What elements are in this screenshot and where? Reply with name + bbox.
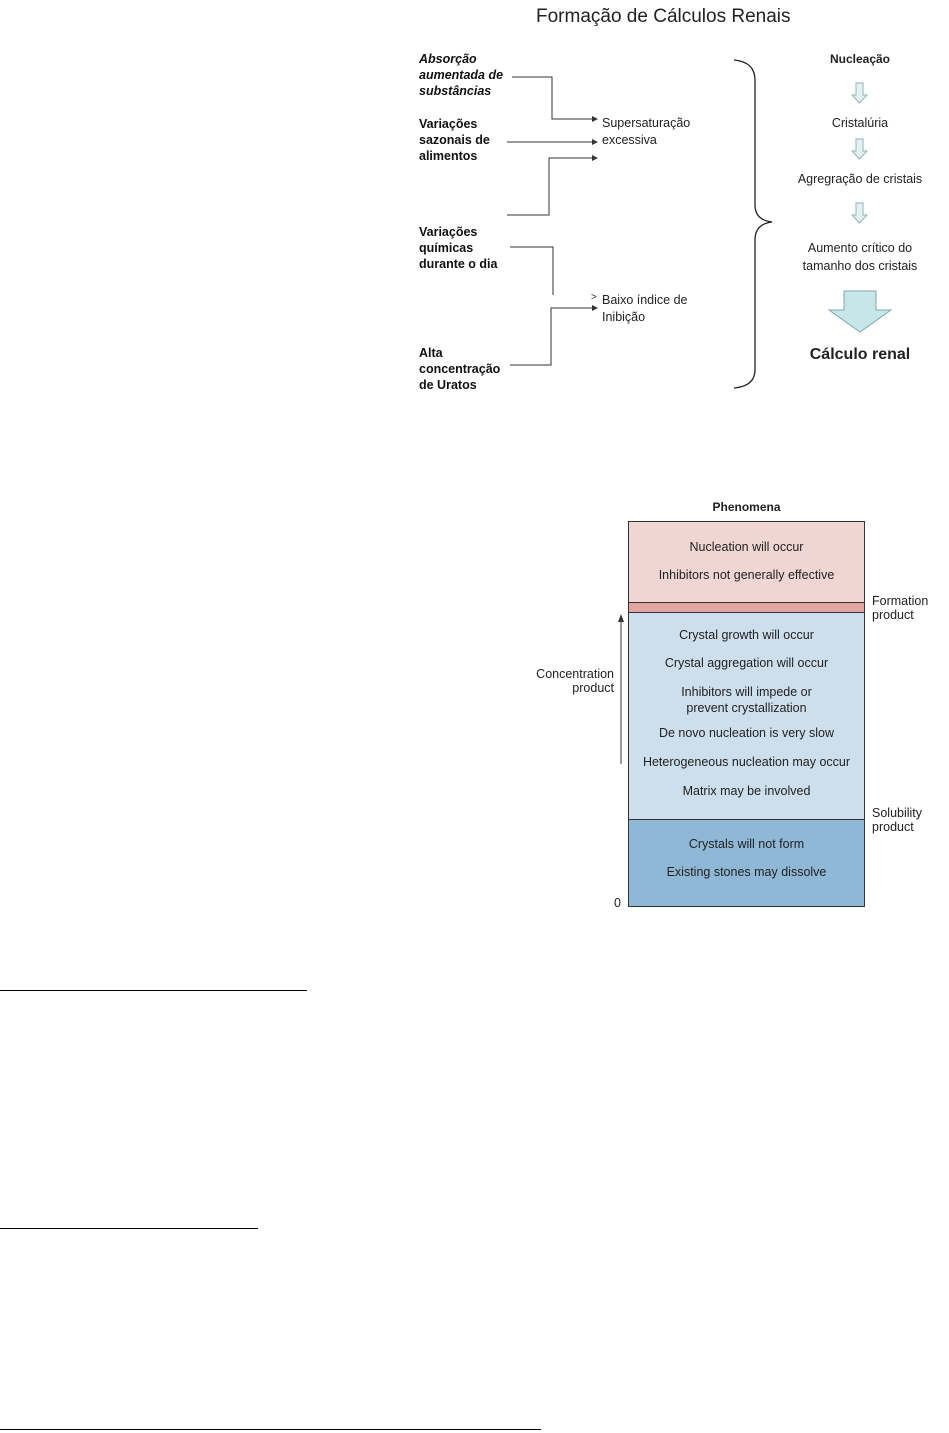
connector-sazonais-up <box>507 157 592 216</box>
formation-product-label: Formation product <box>872 594 929 622</box>
baixo-indice-label: Baixo índice de Inibição <box>602 293 688 324</box>
connector-quimicas <box>510 246 554 295</box>
phenomena-heading: Phenomena <box>712 500 781 514</box>
zone-undersaturated: Crystals will not form Existing stones m… <box>628 819 865 907</box>
blank-line <box>0 1429 541 1430</box>
input-variacoes-quimicas: Variações químicas durante o dia <box>419 225 498 271</box>
formation-band <box>628 602 865 613</box>
curly-brace <box>733 59 773 389</box>
solubility-product-label: Solubility product <box>872 806 923 834</box>
down-arrow-icon <box>850 82 869 104</box>
svg-text:>: > <box>591 292 597 303</box>
supersaturacao-label: Supersaturação excessiva <box>602 116 691 147</box>
step-agregacao: Agregração de cristais <box>797 172 923 186</box>
connector-absorcao <box>512 76 592 120</box>
diagram-title: Formação de Cálculos Renais <box>536 6 791 27</box>
blank-line <box>0 1228 258 1229</box>
step-nucleacao: Nucleação <box>829 52 891 66</box>
concentration-arrow-icon <box>618 614 624 764</box>
zone-metastable: Crystal growth will occur Crystal aggreg… <box>628 613 865 819</box>
step-aumento: Aumento crítico do tamanho dos cristais <box>802 241 918 273</box>
down-arrow-icon <box>850 202 869 224</box>
input-alta-concentracao: Alta concentração de Uratos <box>419 346 501 392</box>
down-arrow-icon <box>850 138 869 160</box>
big-down-arrow-icon <box>827 290 893 333</box>
connector-uratos <box>510 307 592 366</box>
step-cristaluria: Cristalúria <box>831 116 889 130</box>
blank-line <box>0 990 307 991</box>
step-calculo-renal: Cálculo renal <box>809 346 911 363</box>
zone-nucleation: Nucleation will occur Inhibitors not gen… <box>628 521 865 603</box>
diagram1-connectors: > <box>507 59 893 389</box>
zero-label: 0 <box>614 896 621 910</box>
concentration-product-label: Concentration product <box>536 667 614 695</box>
input-variacoes-sazonais: Variações sazonais de alimentos <box>419 117 490 163</box>
input-absorcao: Absorção aumentada de substâncias <box>419 52 504 98</box>
